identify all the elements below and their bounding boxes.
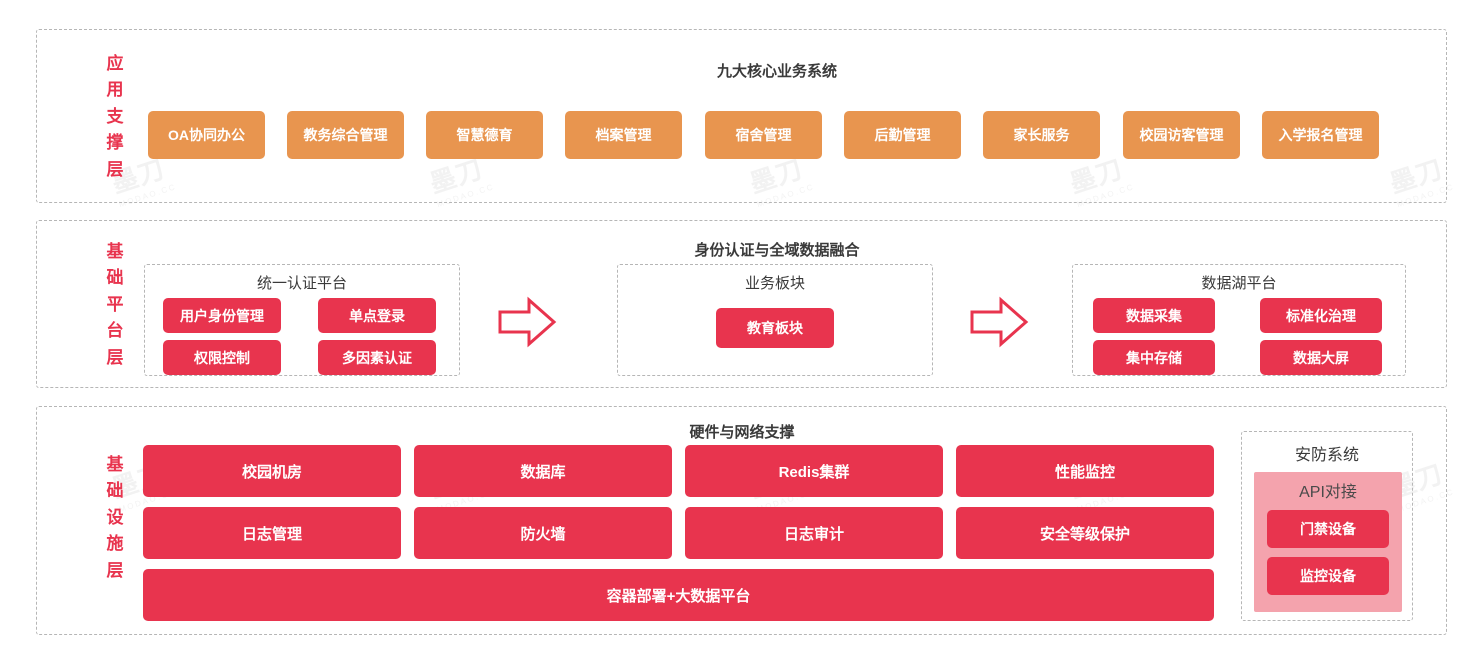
- tile-logistics-management[interactable]: 后勤管理: [844, 111, 961, 159]
- layer-label-infrastructure: 基 础 设 施 层: [87, 429, 143, 607]
- label-char: 应: [106, 54, 124, 74]
- label-char: 用: [106, 80, 124, 100]
- tile-surveillance-device[interactable]: 监控设备: [1267, 557, 1389, 595]
- label-char: 层: [106, 159, 124, 179]
- group-title-business-segment: 业务板块: [744, 275, 805, 292]
- tile-parent-service[interactable]: 家长服务: [983, 111, 1100, 159]
- group-title-security-system: 安防系统: [1294, 447, 1359, 464]
- tile-log-audit[interactable]: 日志审计: [685, 507, 943, 559]
- tile-database[interactable]: 数据库: [414, 445, 672, 497]
- label-char: 础: [106, 268, 124, 288]
- tile-security-grading[interactable]: 安全等级保护: [956, 507, 1214, 559]
- layer-label-application-support: 应 用 支 撑 层: [87, 38, 143, 196]
- label-char: 层: [106, 347, 124, 367]
- api-integration-panel: API对接 门禁设备 监控设备: [1254, 472, 1402, 612]
- group-business-segment: 业务板块 教育板块: [617, 264, 933, 376]
- label-char: 层: [106, 560, 124, 580]
- tile-campus-server-room[interactable]: 校园机房: [143, 445, 401, 497]
- layer-base-platform: 基 础 平 台 层 身份认证与全域数据融合 统一认证平台 用户身份管理 单点登录…: [36, 220, 1447, 388]
- tile-data-dashboard[interactable]: 数据大屏: [1260, 340, 1382, 375]
- label-char: 基: [106, 455, 124, 475]
- tile-campus-visitor[interactable]: 校园访客管理: [1123, 111, 1240, 159]
- layer-infrastructure: 基 础 设 施 层 硬件与网络支撑 校园机房 数据库 Redis集群 性能监控 …: [36, 406, 1447, 635]
- label-char: 础: [106, 481, 124, 501]
- group-title-unified-auth: 统一认证平台: [256, 275, 347, 292]
- tile-archive-management[interactable]: 档案管理: [565, 111, 682, 159]
- group-unified-auth-platform: 统一认证平台 用户身份管理 单点登录 权限控制 多因素认证: [144, 264, 460, 376]
- tile-standardized-governance[interactable]: 标准化治理: [1260, 298, 1382, 333]
- label-char: 基: [106, 242, 124, 262]
- label-char: 施: [106, 534, 124, 554]
- tile-redis-cluster[interactable]: Redis集群: [685, 445, 943, 497]
- label-char: 撑: [106, 133, 124, 153]
- group-data-lake-platform: 数据湖平台 数据采集 标准化治理 集中存储 数据大屏: [1072, 264, 1406, 376]
- tile-academic-management[interactable]: 教务综合管理: [287, 111, 404, 159]
- tile-user-identity-management[interactable]: 用户身份管理: [163, 298, 281, 333]
- tile-centralized-storage[interactable]: 集中存储: [1093, 340, 1215, 375]
- flow-arrow-icon: [498, 296, 557, 348]
- tile-container-bigdata-platform[interactable]: 容器部署+大数据平台: [143, 569, 1214, 621]
- tile-oa-collaboration[interactable]: OA协同办公: [148, 111, 265, 159]
- flow-arrow-icon: [970, 296, 1029, 348]
- tile-access-control-device[interactable]: 门禁设备: [1267, 510, 1389, 548]
- layer-title-application-support: 九大核心业务系统: [716, 63, 838, 80]
- tile-smart-moral-education[interactable]: 智慧德育: [426, 111, 543, 159]
- label-char: 支: [106, 106, 124, 126]
- tile-education-segment[interactable]: 教育板块: [716, 308, 834, 348]
- layer-application-support: 应 用 支 撑 层 九大核心业务系统 OA协同办公 教务综合管理 智慧德育 档案…: [36, 29, 1447, 203]
- tile-performance-monitor[interactable]: 性能监控: [956, 445, 1214, 497]
- tile-permission-control[interactable]: 权限控制: [163, 340, 281, 375]
- tile-firewall[interactable]: 防火墙: [414, 507, 672, 559]
- label-char: 设: [106, 507, 124, 527]
- group-title-data-lake: 数据湖平台: [1201, 275, 1277, 292]
- tile-multi-factor-auth[interactable]: 多因素认证: [318, 340, 436, 375]
- layer-title-base-platform: 身份认证与全域数据融合: [694, 242, 860, 259]
- tile-data-collection[interactable]: 数据采集: [1093, 298, 1215, 333]
- tile-log-management[interactable]: 日志管理: [143, 507, 401, 559]
- tile-enrollment[interactable]: 入学报名管理: [1262, 111, 1379, 159]
- api-integration-title: API对接: [1299, 484, 1357, 501]
- layer-title-infrastructure: 硬件与网络支撑: [689, 424, 795, 441]
- label-char: 平: [106, 294, 124, 314]
- tile-single-sign-on[interactable]: 单点登录: [318, 298, 436, 333]
- label-char: 台: [106, 321, 124, 341]
- group-security-system: 安防系统 API对接 门禁设备 监控设备: [1241, 431, 1413, 621]
- layer-label-base-platform: 基 础 平 台 层: [87, 229, 143, 381]
- tile-dormitory-management[interactable]: 宿舍管理: [705, 111, 822, 159]
